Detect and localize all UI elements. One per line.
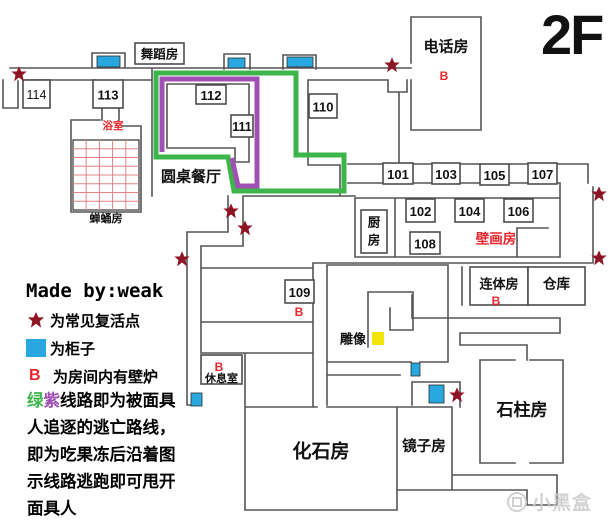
kitchen: 厨房 [360, 209, 388, 254]
svg-text:103: 103 [435, 167, 457, 182]
svg-text:107: 107 [532, 167, 554, 182]
route-note-purple-char: 紫 [43, 392, 61, 410]
dance-room: 舞蹈房 [134, 42, 185, 65]
label-statue: 雕像 [340, 332, 367, 347]
cabinet-icon [286, 56, 314, 68]
route-note: 绿紫线路即为被面具人追逐的逃亡路线，即为吃果冻后沿着图示线路逃跑即可甩开面具人 [27, 388, 179, 523]
label-fossil-room: 化石房 [292, 440, 349, 463]
watermark: 小黑盒 [506, 488, 592, 515]
cabinet-icon [190, 392, 203, 407]
route-green [153, 70, 347, 194]
svg-text:102: 102 [410, 204, 432, 219]
room-107: 107 [527, 162, 558, 185]
room-114: 114 [22, 79, 51, 109]
label-round-table-restaurant: 圆桌餐厅 [161, 168, 221, 186]
svg-text:厨房: 厨房 [368, 215, 381, 248]
label-mirror-room: 镜子房 [402, 437, 446, 455]
cabinet-icon [410, 362, 421, 377]
room-110: 110 [308, 93, 338, 119]
svg-text:111: 111 [232, 120, 252, 134]
room-103: 103 [431, 162, 461, 185]
room-102: 102 [405, 198, 436, 223]
fireplace-b-icon: B [492, 294, 501, 308]
label-stone-pillar-room: 石柱房 [496, 400, 548, 420]
map-markers: B B B B [11, 55, 607, 407]
route-purple [159, 76, 260, 189]
route-note-green-char: 绿 [27, 392, 44, 410]
legend-item-label: 为常见复活点 [50, 312, 141, 330]
statue-marker [372, 332, 384, 345]
fireplace-b-icon: B [295, 305, 304, 319]
route-note-text: 线路即为被面具人追逐的逃亡路线，即为吃果冻后沿着图示线路逃跑即可甩开面具人 [27, 392, 176, 518]
label-bath-room: 浴室 [103, 119, 124, 132]
svg-text:113: 113 [98, 88, 119, 103]
label-cicada-room: 蝉蛹房 [90, 211, 123, 225]
cabinet-icon [26, 339, 50, 357]
legend-item-fireplace: B 为房间内有壁炉 [26, 366, 201, 386]
room-113: 113 [92, 79, 124, 109]
svg-text:106: 106 [508, 204, 530, 219]
shelf-grid [72, 139, 140, 211]
cabinet-icon [96, 55, 121, 68]
respawn-star-icon [449, 387, 465, 403]
svg-text:114: 114 [27, 88, 47, 102]
respawn-star-icon [223, 203, 239, 219]
floor-title: 2F [541, 3, 604, 66]
room-104: 104 [454, 198, 485, 223]
fireplace-b-icon: B [29, 367, 41, 384]
room-labels: 舞蹈房 114 113 112 111 110 101 103 105 107 102 104 106 1… [22, 38, 586, 463]
legend-item-cabinet: 为柜子 [26, 338, 201, 358]
respawn-star-icon [384, 57, 400, 73]
lounge: 休息室 [200, 354, 243, 385]
cabinet-icon [428, 384, 445, 404]
room-106: 106 [503, 198, 534, 223]
room-101: 101 [382, 162, 414, 185]
respawn-star-icon [237, 220, 253, 236]
svg-text:108: 108 [414, 237, 436, 252]
svg-text:101: 101 [387, 167, 409, 182]
legend-item-label: 为柜子 [50, 340, 96, 358]
svg-text:连体房: 连体房 [479, 277, 518, 292]
room-112: 112 [195, 84, 227, 105]
svg-text:仓库: 仓库 [542, 276, 571, 292]
escape-routes [153, 70, 347, 194]
svg-text:105: 105 [484, 168, 506, 183]
conjoined-room: 连体房 [469, 266, 529, 306]
watermark-logo [507, 491, 527, 512]
warehouse: 仓库 [527, 266, 586, 306]
legend: Made by:weak 为常见复活点 为柜子 B 为房间内有壁炉 [26, 280, 201, 386]
svg-text:舞蹈房: 舞蹈房 [140, 47, 179, 62]
legend-item-label: 为房间内有壁炉 [53, 368, 159, 386]
svg-text:休息室: 休息室 [204, 371, 238, 385]
room-108: 108 [409, 231, 441, 255]
svg-text:112: 112 [201, 88, 222, 103]
label-phone-room: 电话房 [423, 38, 468, 56]
fireplace-b-icon: B [440, 69, 449, 83]
svg-text:110: 110 [313, 100, 334, 115]
legend-item-respawn: 为常见复活点 [26, 310, 201, 330]
cabinet-icon [227, 57, 246, 69]
room-109: 109 [284, 279, 315, 304]
room-111: 111 [230, 114, 254, 138]
fireplace-b-icon: B [215, 360, 224, 374]
watermark-text: 小黑盒 [532, 493, 593, 514]
svg-text:104: 104 [459, 204, 481, 219]
room-105: 105 [479, 163, 510, 186]
credit-text: Made by:weak [26, 280, 164, 302]
respawn-star-icon [26, 310, 50, 330]
label-mural-room: 壁画房 [476, 231, 517, 247]
svg-text:109: 109 [289, 285, 311, 300]
